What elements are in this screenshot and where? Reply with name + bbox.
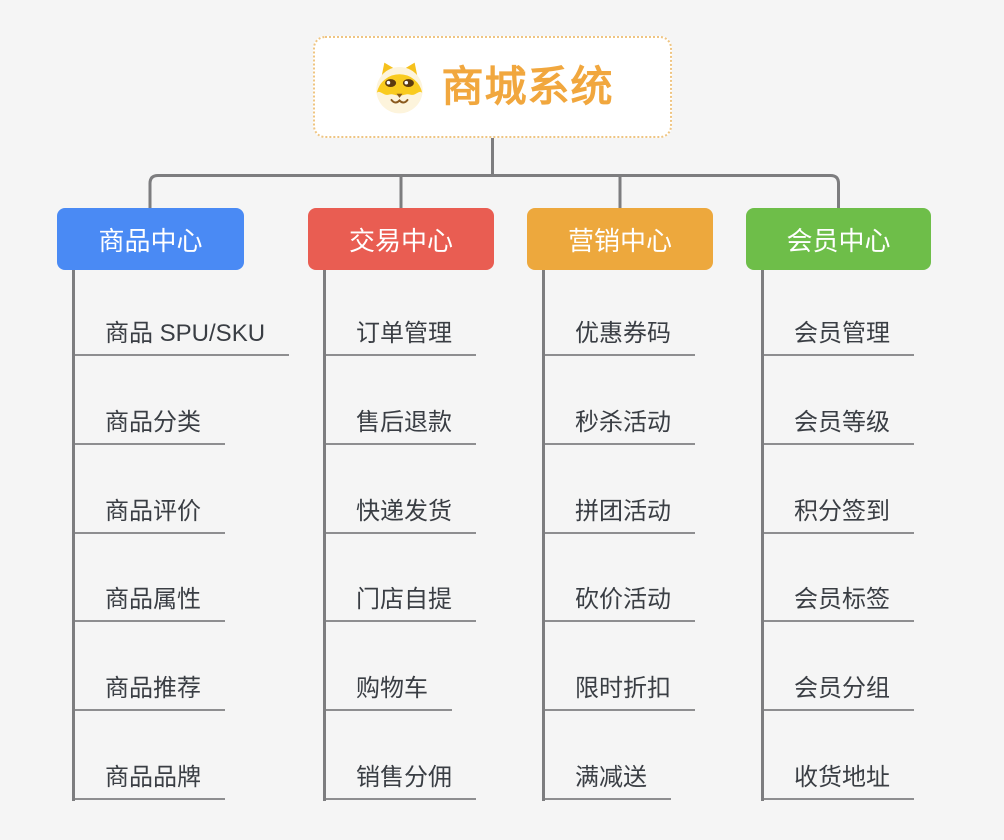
leaf-topic[interactable]: 限时折扣 <box>545 676 695 711</box>
leaf-topic[interactable]: 拼团活动 <box>545 499 695 534</box>
branch-product-center[interactable]: 商品中心 <box>57 208 244 270</box>
leaf-topic[interactable]: 售后退款 <box>326 410 476 445</box>
leaf-topic[interactable]: 积分签到 <box>764 499 914 534</box>
branch-children-column-member: 会员管理 会员等级 积分签到 会员标签 会员分组 收货地址 <box>761 270 914 801</box>
root-topic[interactable]: 商城系统 <box>313 36 672 138</box>
leaf-topic[interactable]: 会员管理 <box>764 321 914 356</box>
leaf-topic[interactable]: 商品评价 <box>75 499 225 534</box>
leaf-topic[interactable]: 砍价活动 <box>545 587 695 622</box>
branch-children-column-marketing: 优惠券码 秒杀活动 拼团活动 砍价活动 限时折扣 满减送 <box>542 270 695 801</box>
leaf-topic[interactable]: 商品属性 <box>75 587 225 622</box>
branch-children-column-trade: 订单管理 售后退款 快递发货 门店自提 购物车 销售分佣 <box>323 270 476 801</box>
leaf-topic[interactable]: 购物车 <box>326 676 452 711</box>
leaf-topic[interactable]: 商品品牌 <box>75 765 225 800</box>
leaf-topic[interactable]: 订单管理 <box>326 321 476 356</box>
leaf-topic[interactable]: 商品 SPU/SKU <box>75 321 290 356</box>
leaf-topic[interactable]: 商品推荐 <box>75 676 225 711</box>
leaf-topic[interactable]: 商品分类 <box>75 410 225 445</box>
branch-marketing-center[interactable]: 营销中心 <box>527 208 713 270</box>
leaf-topic[interactable]: 快递发货 <box>326 499 476 534</box>
leaf-topic[interactable]: 秒杀活动 <box>545 410 695 445</box>
branch-trade-center[interactable]: 交易中心 <box>308 208 494 270</box>
shiba-dog-icon <box>376 62 424 113</box>
leaf-topic[interactable]: 销售分佣 <box>326 765 476 800</box>
leaf-topic[interactable]: 会员等级 <box>764 410 914 445</box>
branch-children-column-product: 商品 SPU/SKU 商品分类 商品评价 商品属性 商品推荐 商品品牌 <box>72 270 290 801</box>
leaf-topic[interactable]: 满减送 <box>545 765 671 800</box>
leaf-topic[interactable]: 会员标签 <box>764 587 914 622</box>
leaf-topic[interactable]: 收货地址 <box>764 765 914 800</box>
root-topic-title: 商城系统 <box>441 63 614 110</box>
leaf-topic[interactable]: 门店自提 <box>326 587 476 622</box>
leaf-topic[interactable]: 会员分组 <box>764 676 914 711</box>
leaf-topic[interactable]: 优惠券码 <box>545 321 695 356</box>
branch-member-center[interactable]: 会员中心 <box>746 208 931 270</box>
